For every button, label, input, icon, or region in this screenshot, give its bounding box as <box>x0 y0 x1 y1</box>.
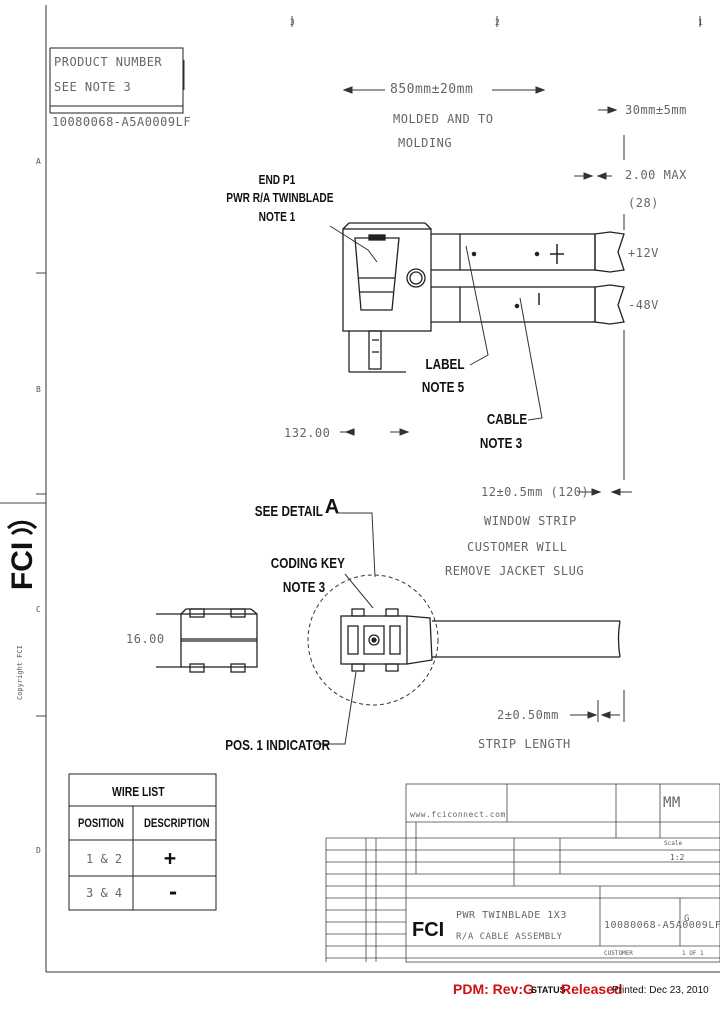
dimension-lines <box>183 60 632 722</box>
end-p1-note: NOTE 1 <box>258 209 296 224</box>
title-block-grid <box>325 783 720 963</box>
zone-mark-left-b: B <box>36 385 41 394</box>
short-length-dimension: 30mm±5mm <box>625 103 687 117</box>
max-height-dimension: 2.00 MAX <box>625 168 687 182</box>
connector-depth-dimension: 132.00 <box>284 426 331 440</box>
zone-mark-left-d: D <box>36 846 41 855</box>
website-text: www.fciconnect.com <box>410 810 506 819</box>
wire-positive-label: +12V <box>628 246 659 260</box>
fci-logo: FCI <box>6 520 39 590</box>
strip-length-label: STRIP LENGTH <box>478 737 571 751</box>
wire-list-row-1-position: 1 & 2 <box>86 852 123 866</box>
product-number-label: PRODUCT NUMBER <box>54 55 163 69</box>
sheet-text: 1 OF 1 <box>682 950 704 957</box>
cable-lower <box>431 284 625 325</box>
window-strip-note-2: CUSTOMER WILL <box>467 540 568 554</box>
product-number-box <box>49 47 184 114</box>
end-p1-label: END P1 <box>258 172 296 187</box>
length-dimension: 850mm±20mm <box>390 82 474 97</box>
wire-list-table <box>68 773 217 911</box>
copyright-text: Copyright FCI <box>16 645 24 700</box>
cable-upper <box>431 231 625 273</box>
printed-date: Printed: Dec 23, 2010 <box>612 985 709 996</box>
coding-key-note: NOTE 3 <box>282 579 326 596</box>
length-note-1: MOLDED AND TO <box>393 112 494 126</box>
wire-list-title: WIRE LIST <box>112 784 165 799</box>
zone-mark-top-2: 2 <box>495 18 500 27</box>
wire-negative-label: -48V <box>628 298 659 312</box>
detail-letter: A <box>324 496 340 518</box>
zone-mark-top-1: 1 <box>698 18 703 27</box>
svg-text:FCI: FCI <box>6 542 39 590</box>
wire-list-row-2-description: - <box>167 880 180 904</box>
status-value: Released <box>561 981 623 997</box>
length-note-2: MOLDING <box>398 136 453 150</box>
scale-label: Scale <box>664 840 683 847</box>
strip-length-dimension: 2±0.50mm <box>497 708 559 722</box>
coding-key-label: CODING KEY <box>270 555 345 572</box>
title-line-1: PWR TWINBLADE 1X3 <box>456 910 567 921</box>
detail-connector <box>340 608 621 672</box>
window-strip-note-3: REMOVE JACKET SLUG <box>445 564 585 578</box>
zone-mark-top-3: 3 <box>290 18 295 27</box>
connector-p1 <box>342 222 432 373</box>
zone-mark-left-c: C <box>36 605 41 614</box>
end-view-connector <box>156 608 258 673</box>
width-dimension: 16.00 <box>126 632 165 646</box>
pos1-indicator-label: POS. 1 INDICATOR <box>225 737 331 754</box>
units-text: MM <box>663 795 681 811</box>
see-detail-label: SEE DETAIL <box>254 503 323 520</box>
fci-logo-title-block: FCI <box>412 919 444 941</box>
wire-list-row-2-position: 3 & 4 <box>86 886 123 900</box>
product-number-note: SEE NOTE 3 <box>54 80 132 94</box>
label-callout: LABEL <box>425 356 465 373</box>
end-p1-type: PWR R/A TWINBLADE <box>226 190 334 205</box>
zone-mark-left-a: A <box>36 157 41 166</box>
customer-label: CUSTOMER <box>604 950 633 957</box>
sheet-border <box>45 5 720 973</box>
label-note: NOTE 5 <box>421 379 465 396</box>
cable-callout: CABLE <box>486 411 528 428</box>
revision-value: G <box>684 914 690 924</box>
part-number-title-block: 10080068-A5A0009LF <box>604 920 720 931</box>
pdm-rev: PDM: Rev:G <box>453 981 534 997</box>
wire-list-col-position: POSITION <box>78 816 124 830</box>
status-label: STATUS <box>531 985 566 995</box>
scale-value: 1:2 <box>670 853 685 862</box>
max-height-alt: (28) <box>628 196 659 210</box>
window-strip-dimension: 12±0.5mm (120) <box>481 485 590 499</box>
detail-a-circle <box>307 574 439 706</box>
svg-text:FCI: FCI <box>412 919 444 941</box>
part-number-top: 10080068-A5A0009LF <box>52 115 192 129</box>
title-line-2: R/A CABLE ASSEMBLY <box>456 932 563 942</box>
wire-list-col-description: DESCRIPTION <box>144 816 210 830</box>
cable-markers <box>471 244 564 309</box>
window-strip-note-1: WINDOW STRIP <box>484 514 577 528</box>
cable-note: NOTE 3 <box>479 435 523 452</box>
wire-list-row-1-description: + <box>164 846 177 870</box>
zone-ticks <box>0 16 701 717</box>
